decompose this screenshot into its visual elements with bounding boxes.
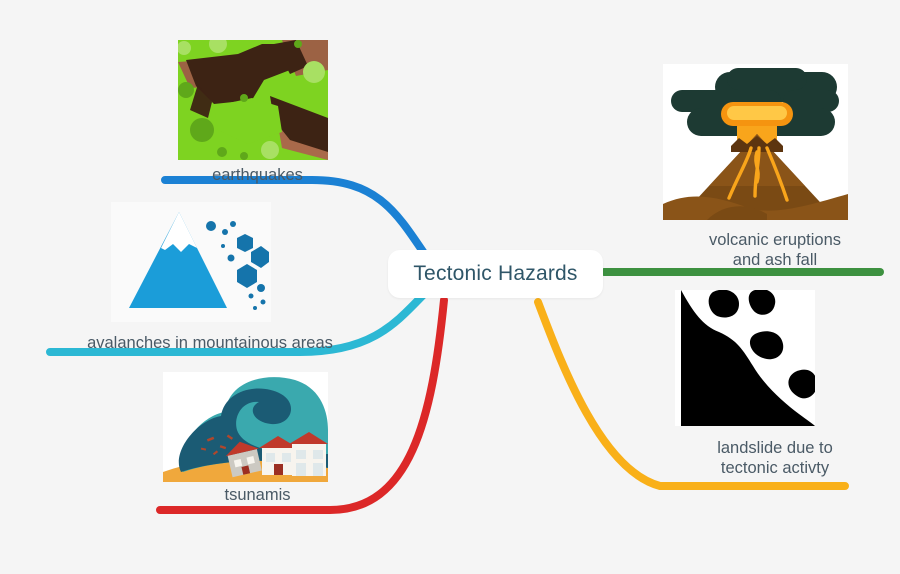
center-node-label: Tectonic Hazards <box>413 262 578 285</box>
landslide-silhouette-image <box>675 290 815 426</box>
branch-label-avalanches: avalanches in mountainous areas <box>87 334 333 352</box>
branch-label-tsunamis: tsunamis <box>224 486 291 504</box>
branch-label-volcanic-eruptions: volcanic eruptions and ash fall <box>708 231 842 269</box>
earthquake-ground-crack-image <box>178 40 328 160</box>
tsunami-wave-houses-image <box>163 372 328 482</box>
branch-label-landslide: landslide due to tectonic activty <box>717 439 833 477</box>
center-node[interactable]: Tectonic Hazards <box>388 250 603 298</box>
avalanche-mountain-image <box>111 202 271 322</box>
volcano-eruption-image <box>663 64 848 220</box>
branch-label-earthquakes: earthquakes <box>212 166 303 184</box>
